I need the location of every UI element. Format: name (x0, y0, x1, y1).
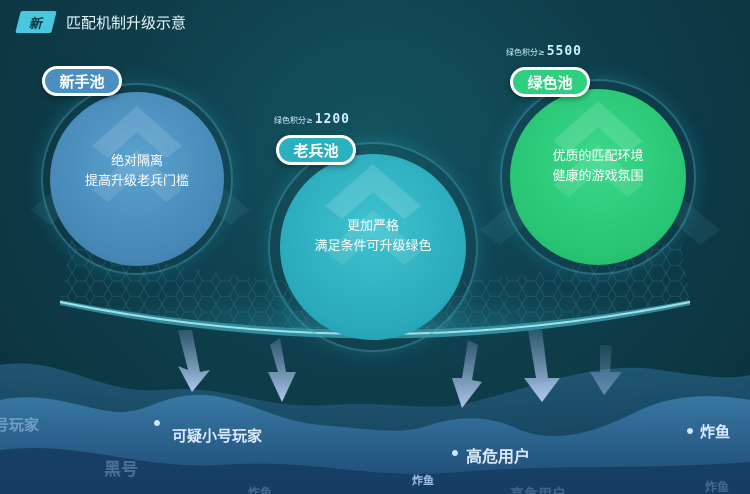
green-pool-label: 绿色池 (510, 67, 590, 97)
green-score-label: 绿色积分≥ (506, 48, 545, 57)
green-pool-desc: 优质的匹配环境 健康的游戏氛围 (510, 147, 686, 187)
veteran-score-label: 绿色积分≥ (274, 116, 313, 125)
down-arrow-icon (178, 330, 622, 408)
alt-player-label-left: 号玩家 (0, 416, 40, 434)
page-title: 匹配机制升级示意 (66, 13, 187, 32)
veteran-pool-label: 老兵池 (276, 135, 356, 165)
new-badge-text: 新 (29, 16, 43, 32)
chevron-up-icon (325, 164, 421, 265)
fish-mid-label: 炸鱼 (412, 474, 434, 487)
high-risk-label: 高危用户 (466, 447, 531, 466)
fish-right-label: 炸鱼 (700, 423, 731, 441)
novice-pool-label: 新手池 (42, 66, 122, 96)
veteran-score-threshold: 绿色积分≥ 1200 (274, 112, 350, 127)
fish-bottom-label: 炸鱼 (248, 486, 273, 494)
green-score-value: 5500 (546, 44, 583, 59)
novice-pool-line2: 提高升级老兵门槛 (84, 174, 189, 189)
green-score-threshold: 绿色积分≥ 5500 (506, 44, 582, 59)
chevron-up-icon (553, 101, 643, 197)
green-pool-circle: 优质的匹配环境 健康的游戏氛围 (510, 89, 686, 265)
high-risk-faded-label: 高危用户 (510, 484, 566, 494)
veteran-pool-ring (268, 142, 478, 352)
veteran-pool-desc: 更加严格 满足条件可升级绿色 (280, 217, 466, 257)
green-pool-ring (500, 79, 696, 275)
green-pool-line1: 优质的匹配环境 (552, 149, 644, 164)
fish-faded-right-label: 炸鱼 (705, 480, 730, 494)
suspicious-alts-label: 可疑小号玩家 (172, 427, 263, 445)
dot-icon (452, 450, 458, 456)
veteran-pool-line1: 更加严格 (346, 219, 399, 234)
chevron-up-icon (92, 106, 182, 202)
dot-icon (687, 428, 693, 434)
novice-pool-ring (41, 83, 233, 275)
header: 新 匹配机制升级示意 (15, 11, 187, 33)
new-badge: 新 (15, 11, 57, 33)
dot-icon (154, 420, 160, 426)
novice-pool-circle: 绝对隔离 提高升级老兵门槛 (50, 92, 224, 266)
veteran-score-value: 1200 (314, 112, 351, 127)
novice-pool-line1: 绝对隔离 (110, 154, 163, 169)
black-alt-label: 黑号 (104, 460, 138, 480)
veteran-pool-circle: 更加严格 满足条件可升级绿色 (280, 154, 466, 340)
veteran-pool-line2: 满足条件可升级绿色 (314, 239, 432, 254)
novice-pool-desc: 绝对隔离 提高升级老兵门槛 (50, 152, 224, 192)
green-pool-line2: 健康的游戏氛围 (552, 169, 644, 184)
